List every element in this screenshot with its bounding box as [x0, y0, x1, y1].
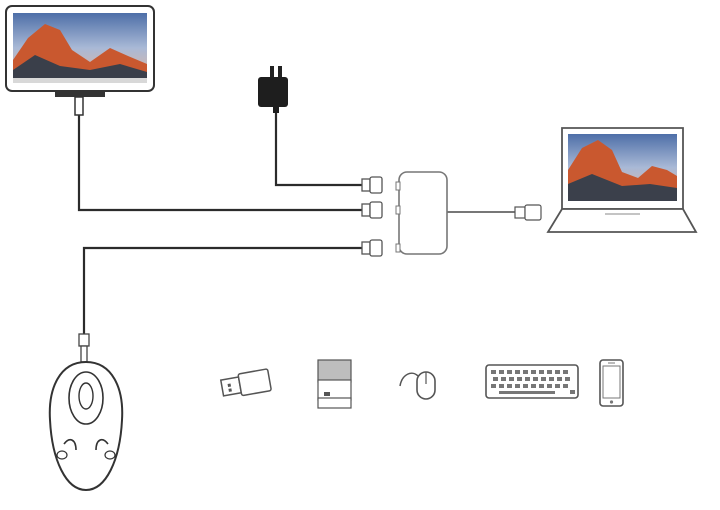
power-adapter-icon [258, 66, 288, 113]
smartphone-icon [599, 359, 624, 407]
mouse-icon [48, 333, 124, 492]
power-cable [274, 108, 362, 187]
wired-mouse-icon [399, 371, 436, 400]
usb-flash-drive-icon [219, 368, 272, 397]
card-reader-icon [317, 359, 352, 409]
peripheral-icons [219, 359, 624, 409]
tablet-cable [77, 115, 362, 212]
mouse-cable [82, 246, 362, 338]
tablet-plug [361, 201, 383, 219]
keyboard-icon [485, 364, 579, 399]
usb-c-hub-icon [395, 171, 448, 255]
cables [77, 108, 520, 338]
hub-plugs [361, 176, 383, 257]
power-plug [361, 176, 383, 194]
mouse-plug [361, 239, 383, 257]
tablet-icon [5, 5, 155, 116]
usb-c-connector-icon [514, 204, 542, 221]
laptop-icon [546, 127, 698, 233]
